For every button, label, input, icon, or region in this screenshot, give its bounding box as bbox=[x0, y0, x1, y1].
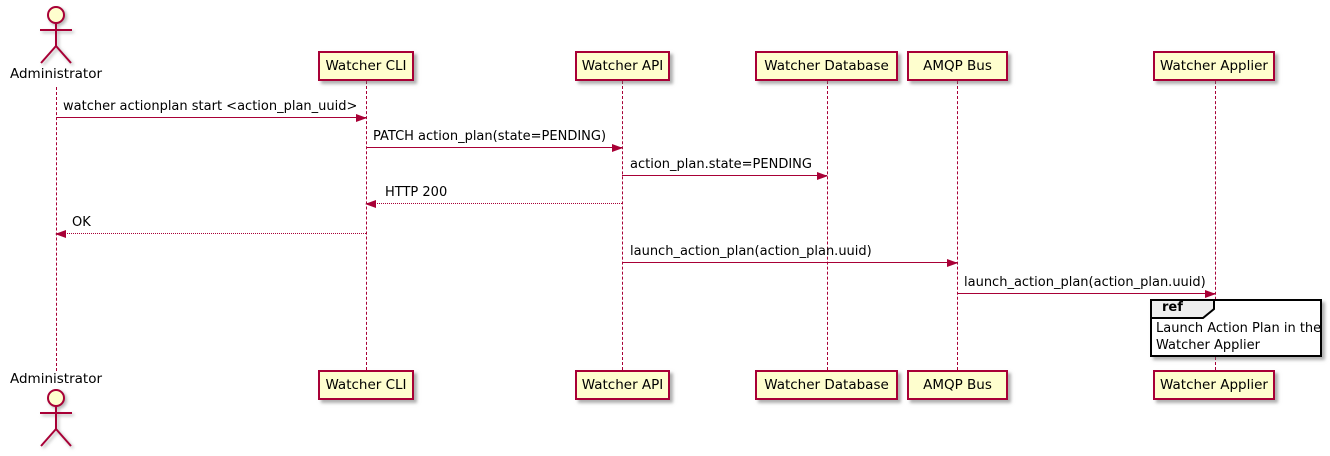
participant-watcher-database-bottom: Watcher Database bbox=[755, 370, 898, 400]
lifeline-watcher-api bbox=[622, 81, 623, 370]
lifeline-amqp-bus bbox=[957, 81, 958, 370]
message-arrow bbox=[366, 144, 623, 152]
message-label: OK bbox=[72, 215, 91, 230]
participant-watcher-cli-top: Watcher CLI bbox=[318, 51, 414, 81]
message-label: action_plan.state=PENDING bbox=[630, 157, 812, 172]
ref-text-line: Watcher Applier bbox=[1156, 337, 1260, 353]
message-label: watcher actionplan start <action_plan_uu… bbox=[63, 99, 358, 114]
arrowhead-right-icon bbox=[612, 144, 623, 152]
message-arrow bbox=[957, 290, 1216, 298]
arrowhead-left-icon bbox=[365, 200, 376, 208]
participant-watcher-api-bottom: Watcher API bbox=[575, 370, 670, 400]
ref-fragment: ref Launch Action Plan in the Watcher Ap… bbox=[1150, 299, 1322, 357]
message-label: launch_action_plan(action_plan.uuid) bbox=[630, 244, 872, 259]
arrowhead-right-icon bbox=[356, 114, 367, 122]
actor-icon bbox=[36, 387, 76, 453]
lifeline-administrator bbox=[56, 87, 57, 371]
lifeline-watcher-database bbox=[827, 81, 828, 370]
participant-amqp-bus-top: AMQP Bus bbox=[907, 51, 1008, 81]
arrowhead-right-icon bbox=[947, 259, 958, 267]
message-return-arrow bbox=[55, 230, 366, 238]
message-arrow bbox=[622, 172, 828, 180]
actor-label-bottom: Administrator bbox=[9, 371, 103, 387]
message-return-arrow bbox=[365, 200, 622, 208]
participant-watcher-cli-bottom: Watcher CLI bbox=[318, 370, 414, 400]
ref-keyword: ref bbox=[1162, 300, 1183, 315]
participant-watcher-database-top: Watcher Database bbox=[755, 51, 898, 81]
arrowhead-left-icon bbox=[55, 230, 66, 238]
message-label: HTTP 200 bbox=[385, 185, 448, 200]
message-label: launch_action_plan(action_plan.uuid) bbox=[964, 275, 1206, 290]
participant-watcher-applier-top: Watcher Applier bbox=[1153, 51, 1275, 81]
lifeline-watcher-applier bbox=[1215, 81, 1216, 370]
message-arrow bbox=[56, 114, 367, 122]
ref-header: ref bbox=[1150, 299, 1216, 319]
message-arrow bbox=[622, 259, 958, 267]
participant-watcher-api-top: Watcher API bbox=[575, 51, 670, 81]
lifeline-watcher-cli bbox=[366, 81, 367, 370]
participant-watcher-applier-bottom: Watcher Applier bbox=[1153, 370, 1275, 400]
actor-icon bbox=[36, 4, 76, 70]
ref-text-line: Launch Action Plan in the bbox=[1156, 321, 1322, 336]
message-label: PATCH action_plan(state=PENDING) bbox=[373, 129, 607, 144]
actor-label-top: Administrator bbox=[9, 66, 103, 82]
ref-text: Launch Action Plan in the Watcher Applie… bbox=[1156, 321, 1321, 354]
arrowhead-right-icon bbox=[1205, 290, 1216, 298]
participant-amqp-bus-bottom: AMQP Bus bbox=[907, 370, 1008, 400]
arrowhead-right-icon bbox=[817, 172, 828, 180]
